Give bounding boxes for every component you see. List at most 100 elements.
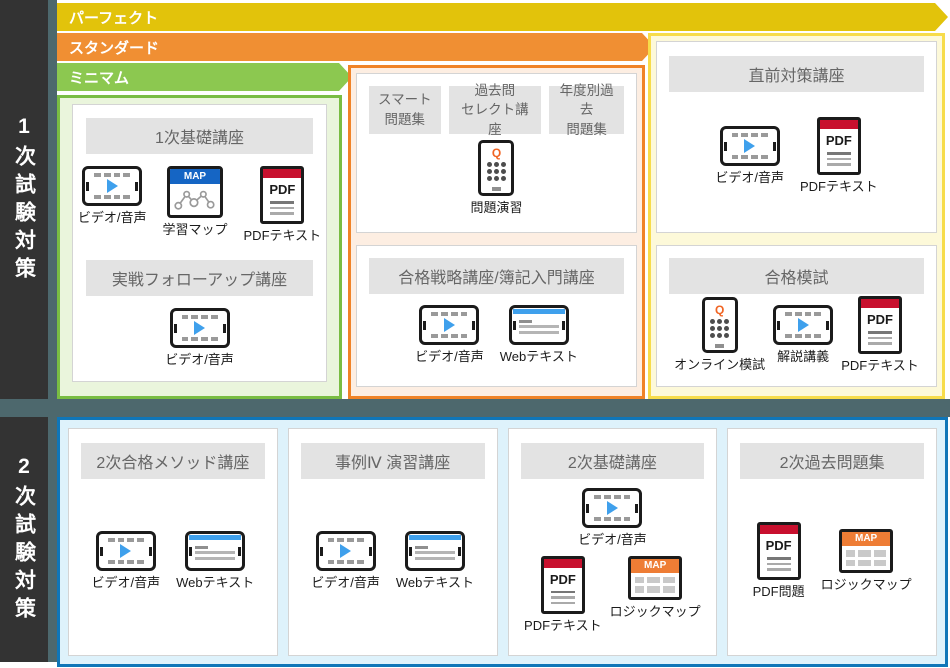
last-minute-course-box: 直前対策講座 ビデオ/音声 PDF PDFテキスト	[656, 41, 937, 233]
material-item: ビデオ/音声	[91, 531, 161, 590]
method-course-box: 2次合格メソッド講座 ビデオ/音声 Webテキスト	[68, 428, 278, 656]
plan-band-minimum: ミニマム	[57, 63, 352, 91]
material-row: PDF PDF問題 MAP ロジックマップ	[740, 479, 924, 641]
course-title-followup: 実戦フォローアップ講座	[86, 260, 313, 296]
material-label: PDFテキスト	[243, 228, 322, 243]
quiz-icon: Q	[478, 140, 515, 196]
secondary-exam-section: 2次合格メソッド講座 ビデオ/音声 Webテキスト 事例Ⅳ 演習講座 ビデオ/音…	[57, 417, 948, 667]
material-label: 問題演習	[470, 200, 523, 215]
web-text-icon	[404, 531, 465, 571]
pdf-icon-text: PDF	[867, 312, 893, 327]
map-icon-text: MAP	[842, 532, 891, 546]
material-item: ビデオ/音声	[578, 488, 647, 546]
pdf-icon-text: PDF	[269, 182, 296, 197]
material-item: Q オンライン模試	[674, 297, 765, 371]
video-audio-icon	[95, 531, 156, 571]
secondary-basic-course-box: 2次基礎講座 ビデオ/音声 PDF PDFテキスト MAP ロジックマップ	[507, 428, 718, 656]
material-item: ビデオ/音声	[311, 531, 380, 589]
material-row: Q オンライン模試 解説講義 PDF PDFテキスト	[669, 294, 924, 374]
video-audio-icon	[582, 488, 643, 529]
video-audio-icon	[82, 166, 143, 206]
map-icon-text: MAP	[631, 558, 680, 573]
video-audio-icon	[419, 305, 480, 345]
material-item: 解説講義	[773, 305, 834, 364]
material-item: Webテキスト	[176, 531, 254, 589]
material-label: PDFテキスト	[841, 358, 919, 373]
course-title-basic: 1次基礎講座	[86, 118, 313, 154]
material-item: ビデオ/音声	[165, 308, 234, 366]
plan-label-standard: スタンダード	[69, 39, 160, 57]
material-row: ビデオ/音声 Webテキスト	[369, 294, 624, 374]
perfect-plan-column: 直前対策講座 ビデオ/音声 PDF PDFテキスト 合格模試 Q オンライン模試	[648, 33, 945, 399]
pdf-text-icon: PDF	[540, 555, 585, 614]
course-title-lastminute: 直前対策講座	[669, 56, 924, 92]
strategy-course-box: 合格戦略講座/簿記入門講座 ビデオ/音声 Webテキスト	[356, 245, 637, 387]
material-item: ビデオ/音声	[415, 305, 484, 363]
pdf-text-icon: PDF	[260, 166, 305, 224]
case4-course-box: 事例Ⅳ 演習講座 ビデオ/音声 Webテキスト	[287, 428, 498, 656]
material-label: ビデオ/音声	[77, 210, 147, 225]
pdf-text-icon: PDF	[756, 522, 801, 580]
quiz-icon: Q	[701, 297, 738, 353]
material-item: PDF PDFテキスト	[243, 166, 322, 243]
course-title-strategy: 合格戦略講座/簿記入門講座	[369, 258, 624, 294]
minimum-course-box: 1次基礎講座 ビデオ/音声 MAP 学習マップ PDF PDFテキスト	[72, 104, 327, 382]
material-label: PDF問題	[752, 584, 805, 599]
map-icon-text: MAP	[170, 169, 220, 184]
material-row: Q 問題演習	[369, 134, 624, 220]
material-item: PDF PDFテキスト	[800, 117, 878, 193]
logic-map-icon: MAP	[839, 529, 894, 573]
material-label: PDFテキスト	[800, 179, 878, 194]
video-audio-icon	[773, 305, 834, 345]
material-item: PDF PDFテキスト	[841, 296, 919, 372]
web-text-icon	[508, 305, 569, 345]
material-item: MAP ロジックマップ	[610, 555, 701, 618]
course-title-smart: スマート 問題集	[369, 86, 441, 134]
material-item: MAP ロジックマップ	[821, 529, 912, 591]
material-item: Webテキスト	[396, 531, 474, 589]
material-stack: ビデオ/音声 PDF PDFテキスト MAP ロジックマップ	[521, 479, 705, 641]
standard-plan-column: スマート 問題集 過去問 セレクト講座 年度別過去 問題集 Q 問題演習 合格戦…	[348, 65, 645, 399]
material-item: ビデオ/音声	[715, 126, 784, 184]
course-title-mockexam: 合格模試	[669, 258, 924, 294]
material-row: PDF PDFテキスト MAP ロジックマップ	[524, 555, 701, 632]
material-row: ビデオ/音声 Webテキスト	[301, 479, 485, 641]
pdf-text-icon: PDF	[816, 117, 861, 175]
q-icon-text: Q	[491, 146, 502, 160]
course-title-secondary-basic: 2次基礎講座	[520, 443, 705, 479]
material-label: 学習マップ	[162, 222, 228, 237]
video-audio-icon	[719, 126, 780, 166]
material-label: ビデオ/音声	[311, 575, 380, 590]
course-title-kakomon-select: 過去問 セレクト講座	[448, 83, 542, 137]
primary-exam-label: 1次試験対策	[12, 114, 36, 285]
plan-band-perfect: パーフェクト	[57, 3, 948, 31]
material-row: ビデオ/音声 PDF PDFテキスト	[669, 92, 924, 218]
plan-band-standard: スタンダード	[57, 33, 655, 61]
material-label: ビデオ/音声	[91, 575, 161, 590]
material-item: Webテキスト	[500, 305, 578, 363]
course-title-case4: 事例Ⅳ 演習講座	[300, 443, 485, 479]
study-map-icon: MAP	[167, 166, 223, 218]
material-row: ビデオ/音声 Webテキスト	[81, 479, 265, 641]
video-audio-icon	[315, 531, 376, 571]
material-row: ビデオ/音声	[578, 488, 647, 546]
pdf-icon-text: PDF	[765, 538, 792, 553]
past-questions-box: 2次過去問題集 PDF PDF問題 MAP ロジックマップ	[727, 428, 937, 656]
material-label: Webテキスト	[176, 575, 255, 590]
material-item: MAP 学習マップ	[163, 166, 228, 236]
pdf-icon-text: PDF	[549, 571, 576, 587]
material-label: ロジックマップ	[820, 577, 912, 592]
material-item: Q 問題演習	[470, 140, 523, 215]
pdf-icon-text: PDF	[825, 133, 852, 148]
material-label: ビデオ/音声	[578, 532, 647, 548]
q-icon-text: Q	[715, 303, 725, 317]
plan-label-perfect: パーフェクト	[69, 9, 159, 27]
material-label: 解説講義	[777, 349, 830, 364]
course-mini-titles: スマート 問題集 過去問 セレクト講座 年度別過去 問題集	[369, 83, 624, 137]
material-item: ビデオ/音声	[78, 166, 147, 224]
question-practice-box: スマート 問題集 過去問 セレクト講座 年度別過去 問題集 Q 問題演習	[356, 73, 637, 233]
teal-vertical-strip	[48, 0, 57, 662]
primary-exam-sidebar: 1次試験対策	[0, 0, 48, 399]
material-row: ビデオ/音声	[86, 308, 313, 366]
minimum-plan-column: 1次基礎講座 ビデオ/音声 MAP 学習マップ PDF PDFテキスト	[57, 95, 342, 399]
